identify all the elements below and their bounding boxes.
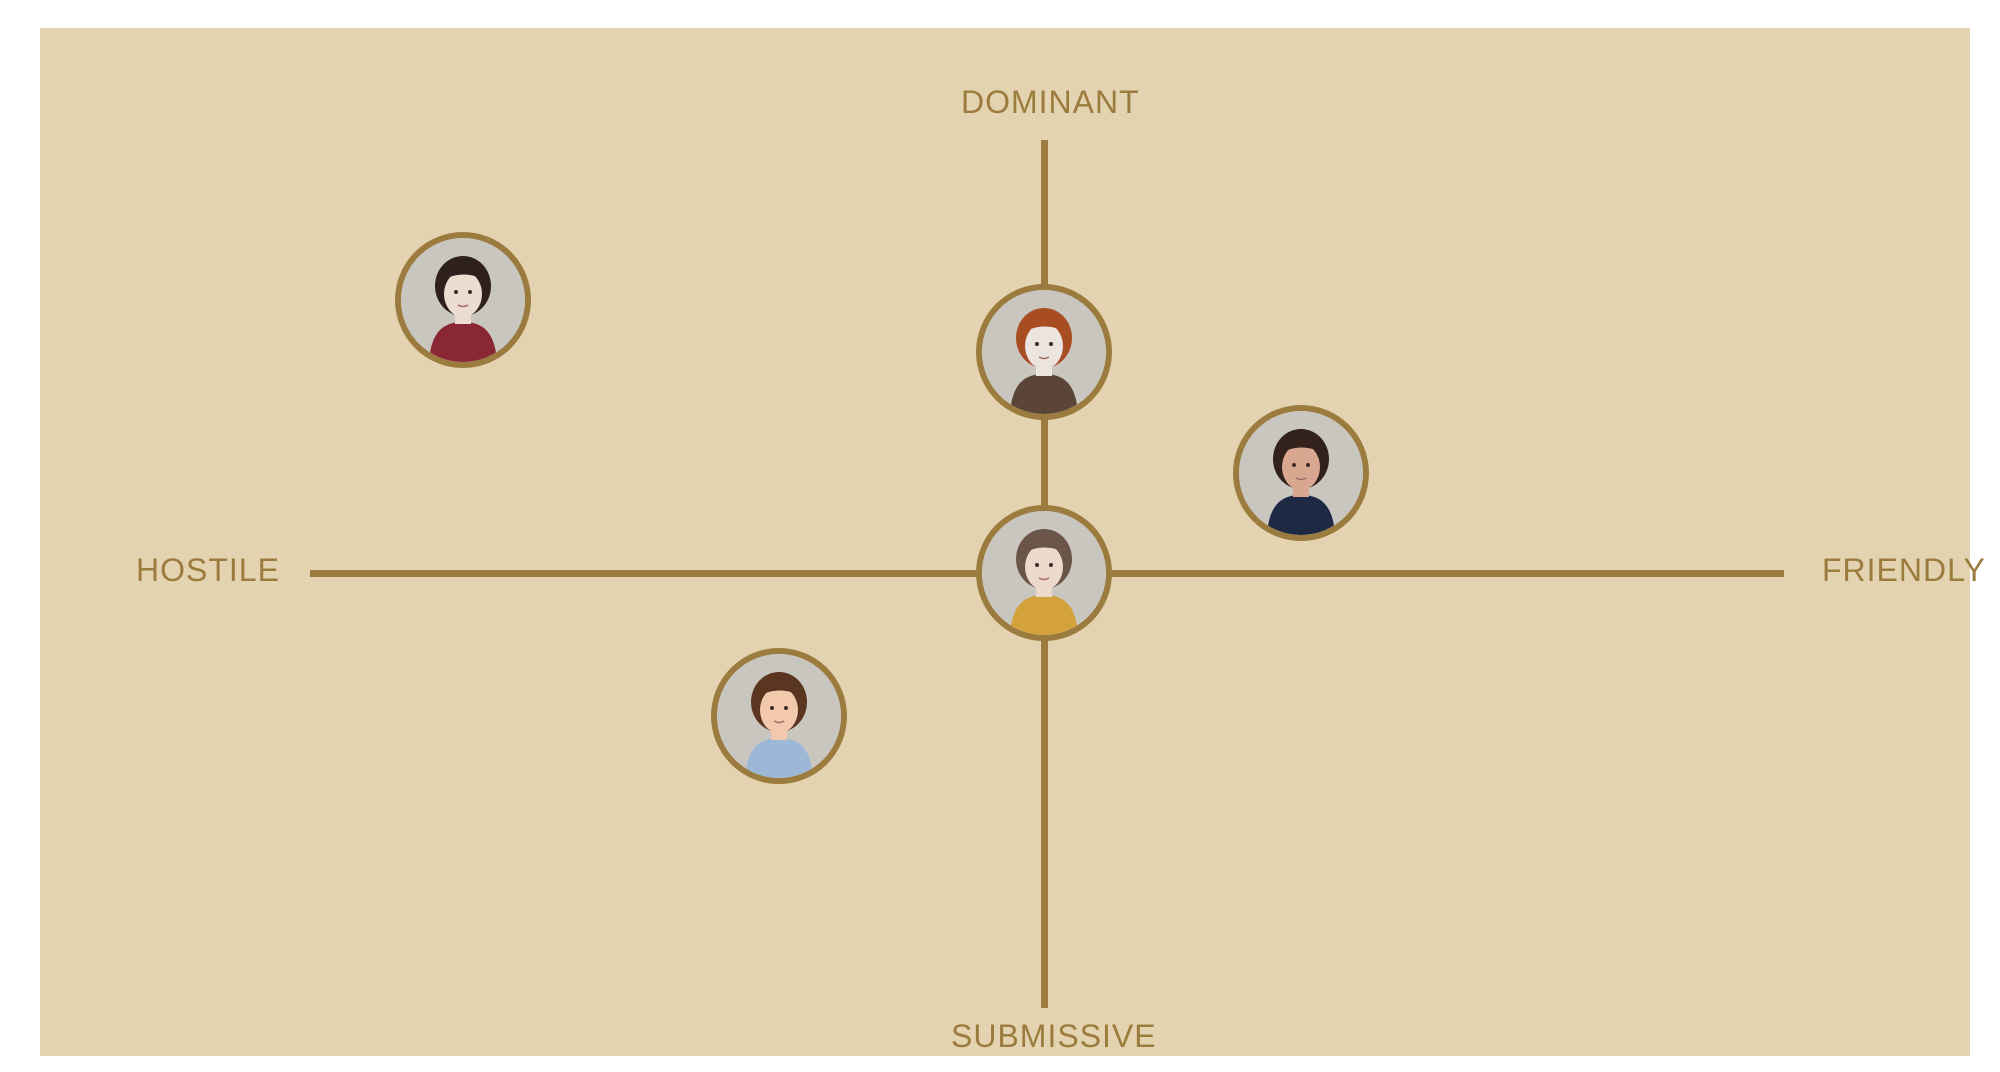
avatar-woman-with-scarf	[976, 505, 1112, 641]
chart-panel: DOMINANT SUBMISSIVE HOSTILE FRIENDLY	[40, 28, 1985, 1056]
axis-label-friendly: FRIENDLY	[1822, 552, 1986, 588]
axis-label-dominant: DOMINANT	[961, 84, 1140, 120]
avatar-man-with-blue-beret	[711, 648, 848, 785]
axis-label-submissive: SUBMISSIVE	[951, 1018, 1157, 1054]
avatar-dark-haired-man	[1233, 405, 1370, 542]
avatar-red-haired-person	[976, 283, 1112, 420]
avatar-dark-haired-woman-red-top	[395, 231, 532, 368]
axis-label-hostile: HOSTILE	[136, 552, 280, 588]
